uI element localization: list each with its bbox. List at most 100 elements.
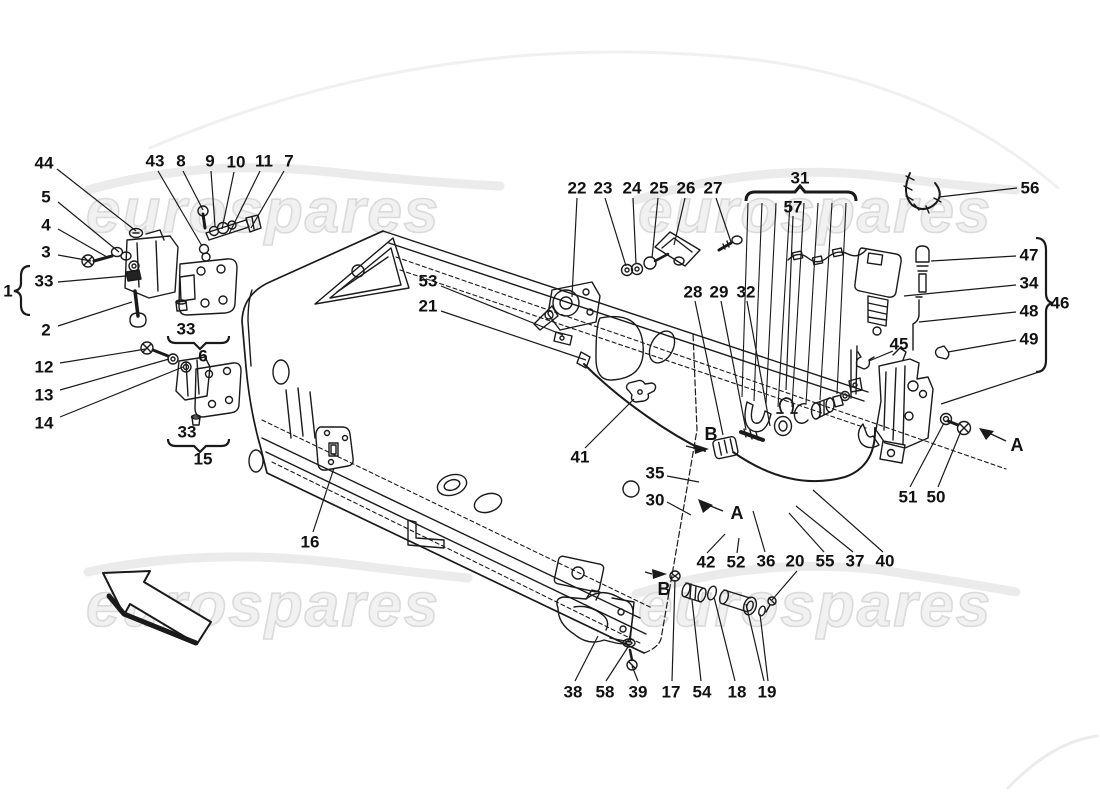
diagram-artwork bbox=[81, 172, 1007, 671]
actuator-body bbox=[854, 247, 902, 298]
actuator-hook bbox=[872, 326, 882, 336]
grouping-marks bbox=[13, 183, 1054, 454]
leader-34 bbox=[903, 284, 1017, 297]
callout-37: 37 bbox=[846, 552, 865, 571]
callout-3: 3 bbox=[41, 243, 50, 262]
callout-33: 33 bbox=[177, 320, 196, 339]
door-front-edge-inner bbox=[247, 289, 253, 367]
callout-30: 30 bbox=[646, 491, 665, 510]
bowden-cable-21 bbox=[576, 351, 877, 483]
bolt-12-shaft bbox=[151, 348, 170, 358]
leader-44 bbox=[56, 168, 137, 232]
drain-hose-56 bbox=[903, 172, 942, 214]
callout-52: 52 bbox=[727, 553, 746, 572]
leader-3 bbox=[57, 254, 92, 262]
leader-57 bbox=[785, 215, 794, 391]
inner-panel-holes bbox=[248, 315, 676, 514]
leader-25 bbox=[651, 197, 659, 259]
fasteners-23-24-25 bbox=[620, 252, 670, 277]
callout-25: 25 bbox=[650, 179, 669, 198]
callout-12: 12 bbox=[35, 358, 54, 377]
arrow-b-top-tail bbox=[685, 445, 695, 449]
callout-10: 10 bbox=[227, 153, 246, 172]
plunger-47 bbox=[915, 245, 930, 293]
callout-2: 2 bbox=[41, 321, 50, 340]
bolt-27 bbox=[717, 235, 743, 252]
callout-56: 56 bbox=[1021, 179, 1040, 198]
washer-44 bbox=[128, 227, 144, 239]
hinge-lower-plate bbox=[194, 362, 242, 418]
callout-31-fan-lines bbox=[741, 202, 847, 408]
leader-20 bbox=[771, 570, 798, 601]
leader-46 bbox=[940, 370, 1043, 405]
leader-19 bbox=[745, 603, 765, 682]
sill-stitch-1 bbox=[395, 256, 1007, 470]
reference-letter-a-1: A bbox=[731, 503, 744, 523]
leader-24 bbox=[632, 197, 637, 265]
callout-34: 34 bbox=[1020, 274, 1039, 293]
handle-screws-58-39 bbox=[622, 638, 638, 671]
watermark-text-0: eurospares bbox=[86, 177, 440, 246]
leader-48 bbox=[918, 311, 1017, 323]
view-direction-arrows bbox=[644, 428, 1007, 579]
leader-35 bbox=[666, 475, 700, 483]
bottom-stitch bbox=[271, 461, 643, 645]
lock-barrel-parts bbox=[712, 377, 863, 460]
leader-28 bbox=[694, 300, 724, 436]
latch-claw bbox=[857, 423, 880, 449]
leader-37 bbox=[795, 505, 854, 553]
hinge-lower-body bbox=[175, 356, 211, 401]
upper-hinge-assembly bbox=[81, 205, 262, 328]
car-silhouette-curve bbox=[148, 50, 1060, 190]
leader-21 bbox=[440, 310, 587, 361]
callout-9: 9 bbox=[205, 152, 214, 171]
callout-41: 41 bbox=[571, 448, 590, 467]
callout-14: 14 bbox=[35, 414, 54, 433]
arrow-b-bottom-tail bbox=[644, 571, 653, 575]
bolt-2-shaft bbox=[133, 289, 140, 318]
leader-58 bbox=[605, 646, 629, 682]
c-ring bbox=[793, 402, 809, 424]
leader-7 bbox=[250, 170, 285, 229]
swoosh-top-right bbox=[631, 167, 1021, 205]
callout-47: 47 bbox=[1020, 246, 1039, 265]
callout-35: 35 bbox=[646, 464, 665, 483]
fan-line-31-7 bbox=[836, 202, 847, 395]
arrow-a-right bbox=[979, 428, 994, 440]
lock-actuator bbox=[787, 247, 902, 336]
reference-letter-b-0: B bbox=[705, 424, 718, 444]
leader-11 bbox=[228, 170, 261, 235]
callout-27: 27 bbox=[704, 179, 723, 198]
callout-55: 55 bbox=[816, 552, 835, 571]
quarter-window-frame bbox=[314, 237, 410, 305]
swoosh-corner bbox=[1006, 734, 1099, 790]
callout-7: 7 bbox=[284, 152, 293, 171]
leader-13 bbox=[59, 358, 170, 391]
callout-1: 1 bbox=[3, 282, 12, 301]
leader-30 bbox=[666, 501, 692, 516]
exterior-door-handle bbox=[556, 589, 635, 645]
lock-foot bbox=[879, 440, 906, 464]
leader-2 bbox=[57, 301, 133, 327]
nut-33b bbox=[175, 300, 188, 312]
arrow-a-right-tail bbox=[990, 433, 1007, 442]
fan-line-31-5 bbox=[805, 202, 819, 405]
fan-line-31-0 bbox=[741, 202, 749, 398]
callout-50: 50 bbox=[927, 488, 946, 507]
leader-5 bbox=[57, 201, 120, 253]
leader-22 bbox=[571, 197, 578, 298]
key-lock-row bbox=[669, 570, 777, 617]
door-rear-edge bbox=[643, 332, 698, 654]
leader-4 bbox=[57, 228, 108, 258]
arrow-a-left-tail bbox=[707, 504, 724, 512]
callout-23: 23 bbox=[594, 179, 613, 198]
leader-36 bbox=[752, 510, 766, 553]
leader-8 bbox=[182, 170, 204, 211]
swoosh-bottom-right bbox=[631, 561, 1021, 599]
door-skin-outline bbox=[241, 230, 645, 654]
leader-29 bbox=[720, 300, 747, 431]
callout-42: 42 bbox=[697, 553, 716, 572]
washer-4 bbox=[120, 251, 132, 261]
